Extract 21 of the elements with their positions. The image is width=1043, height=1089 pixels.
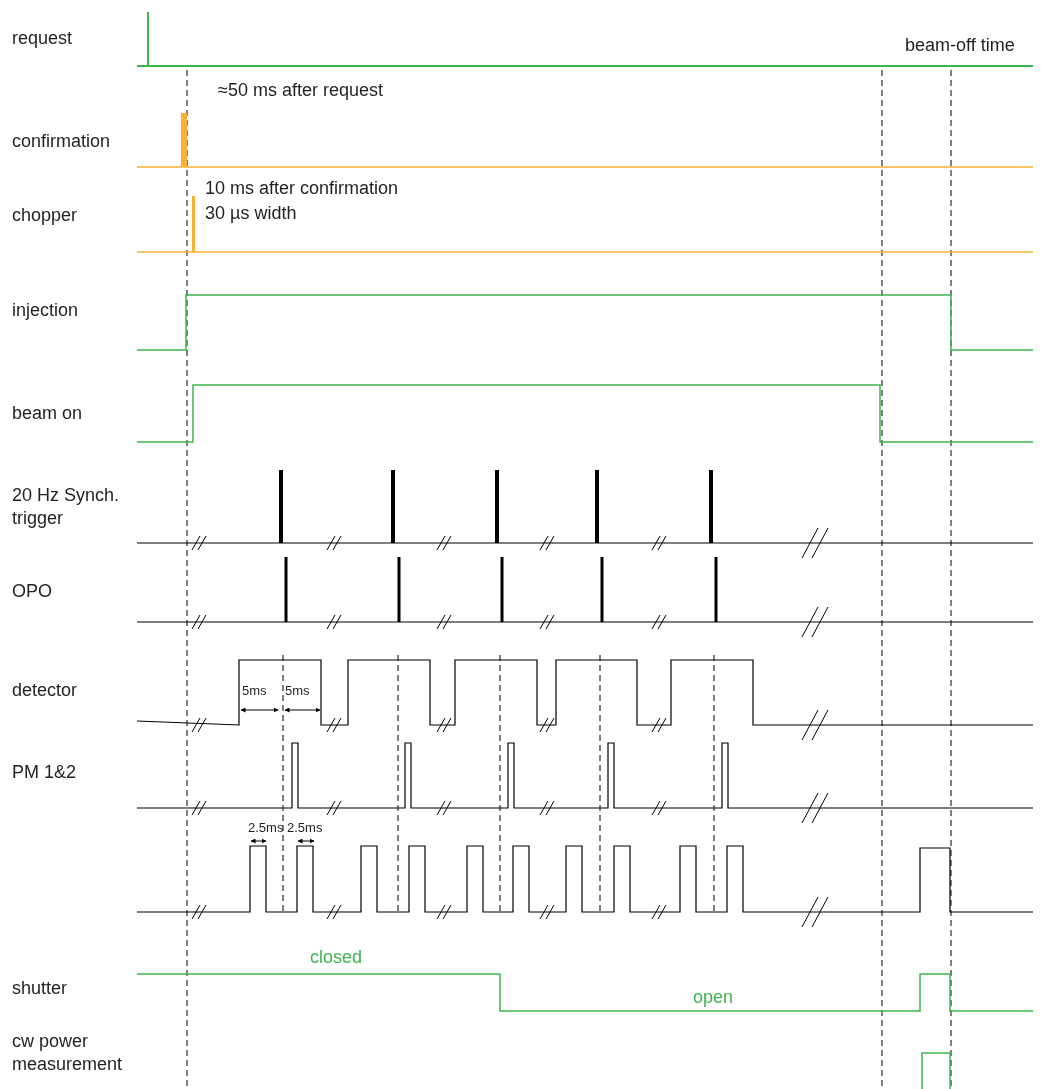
signal-label: cw power measurement [12, 1030, 124, 1075]
signal-label: 10 ms after confirmation [205, 177, 400, 200]
signal-label: detector [12, 679, 79, 702]
signal-label: 5ms [285, 683, 311, 700]
signal-label: 2.5ms [248, 820, 285, 837]
signal-label: beam on [12, 402, 84, 425]
signal-label: closed [310, 946, 364, 969]
signal-label: injection [12, 299, 80, 322]
signal-label: OPO [12, 580, 53, 603]
signal-label: 30 µs width [205, 202, 298, 225]
signal-label: PM 1&2 [12, 761, 78, 784]
signal-label: chopper [12, 204, 79, 227]
signal-label: request [12, 27, 74, 50]
signal-label: confirmation [12, 130, 112, 153]
signal-label: shutter [12, 977, 69, 1000]
signal-label: 20 Hz Synch. trigger [12, 484, 121, 529]
signal-label: open [693, 986, 735, 1009]
signal-label: 2.5ms [287, 820, 324, 837]
signal-label: beam-off time [905, 34, 1016, 57]
signal-label: ≈50 ms after request [218, 79, 384, 102]
signal-label: 5ms [242, 683, 268, 700]
